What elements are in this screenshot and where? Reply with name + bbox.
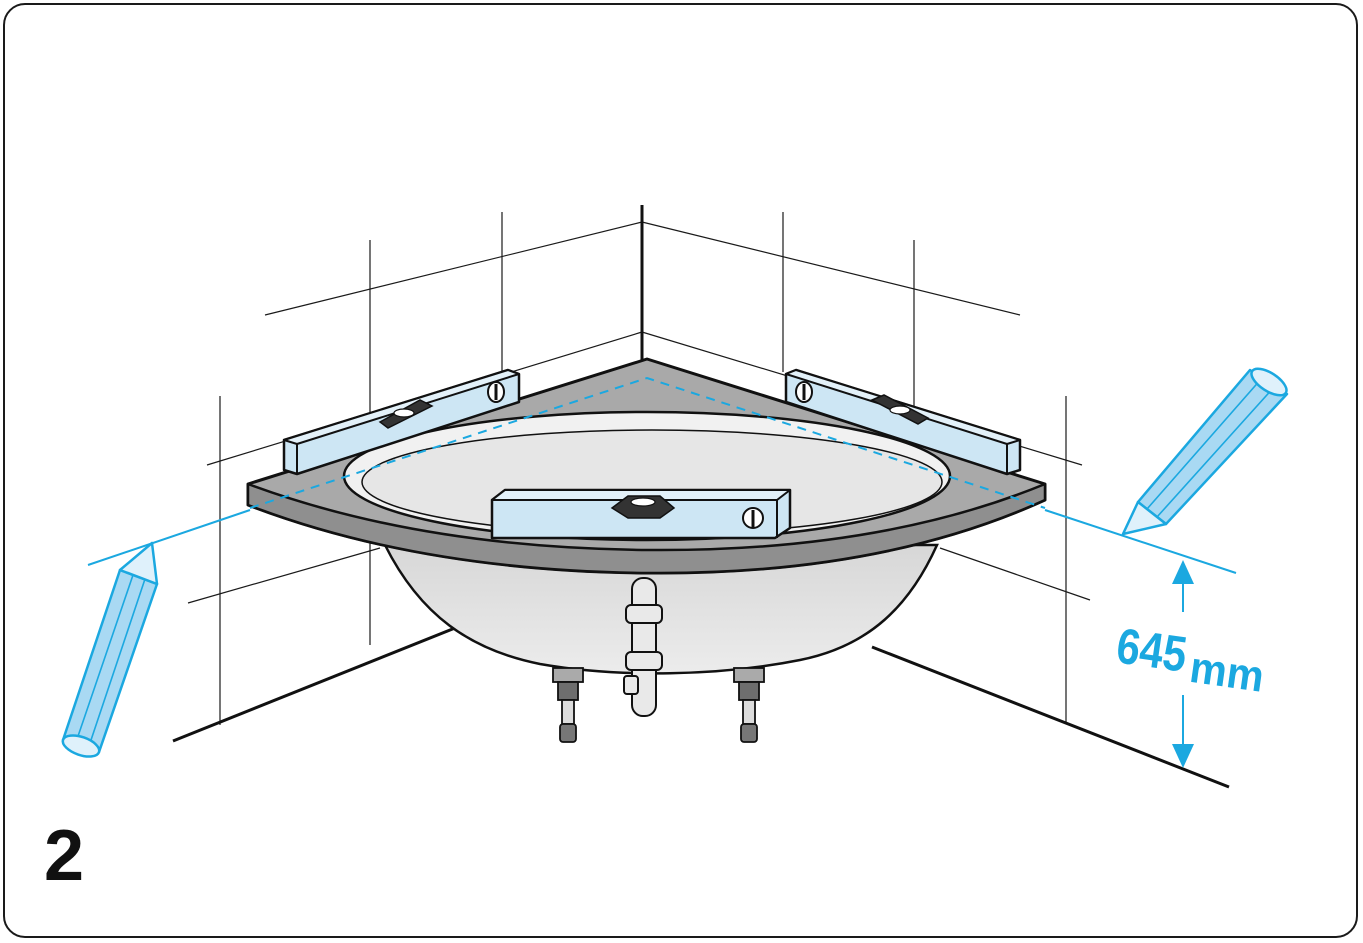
floor-lines bbox=[172, 622, 1230, 789]
spirit-level-left bbox=[282, 368, 521, 476]
adjustable-foot-left bbox=[552, 667, 584, 743]
dimension-unit: mm bbox=[1187, 643, 1267, 702]
tub-rim-front-face bbox=[246, 482, 1047, 575]
pencil-icon bbox=[1121, 367, 1289, 536]
waste-pipe bbox=[623, 577, 663, 717]
dimension-label: 645 bbox=[1113, 618, 1190, 683]
spirit-level-front bbox=[490, 488, 792, 540]
spirit-level-right bbox=[784, 368, 1022, 476]
dimension-arrow-icon bbox=[1172, 560, 1194, 768]
step-number: 2 bbox=[44, 816, 85, 896]
wall-tile-grid bbox=[187, 212, 1091, 725]
rim-level-line bbox=[249, 376, 1046, 509]
adjustable-foot-right bbox=[733, 667, 765, 743]
wall-marking-lines bbox=[87, 509, 1237, 574]
dimension-unit-text: mm bbox=[1187, 643, 1267, 702]
dimension-value: 645 bbox=[1113, 618, 1190, 683]
pencil-icon bbox=[61, 541, 159, 758]
